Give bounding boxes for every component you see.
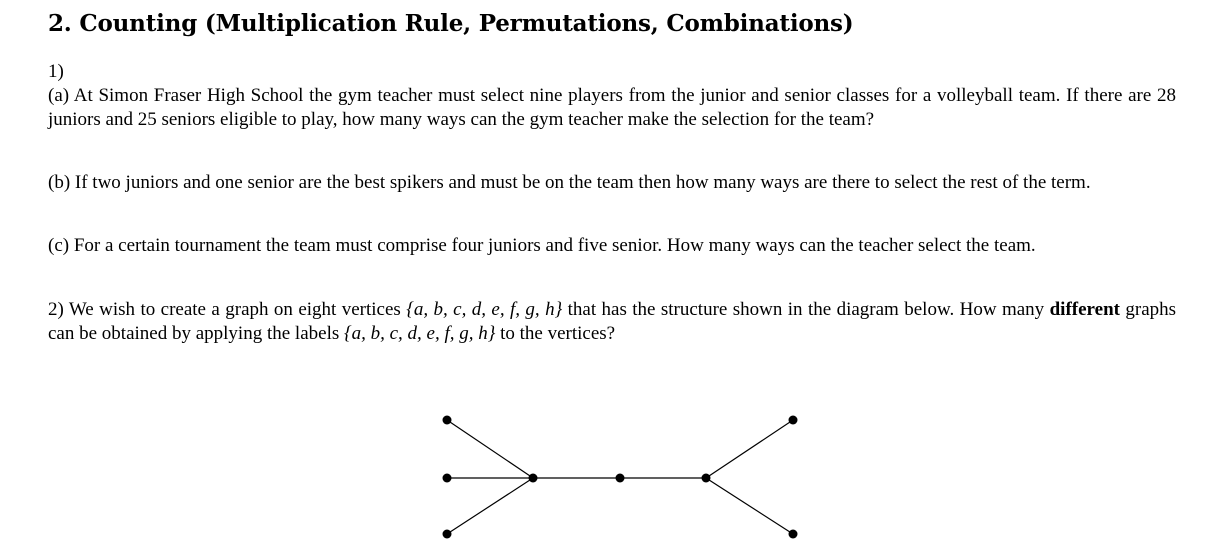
graph-vertex-L2 [442,473,452,483]
graph-edge-L3-C1 [446,477,534,535]
problem-1b-text: (b) If two juniors and one senior are th… [48,172,1091,193]
vertex-set-math: {a, b, c, d, e, f, g, h} [406,299,563,320]
graph-vertex-R2 [788,529,798,539]
graph-vertex-C3 [701,473,711,483]
graph-edge-C3-R2 [705,477,794,535]
problem-2-mid2: graphs can be obtained by applying the l… [48,299,1177,344]
seniors-count: 25 [137,109,157,130]
graph-vertex-R1 [788,415,798,425]
problem-2-mid: that has the structure shown in the diag… [567,299,1045,320]
graph-edge-L1-C1 [446,419,534,479]
label-set-math: {a, b, c, d, e, f, g, h} [344,323,496,344]
section-title: 2. Counting (Multiplication Rule, Permut… [48,10,854,37]
problem-2-lead: 2) We wish to create a graph on eight ve… [48,299,401,320]
problem-1a-lead: (a) At Simon Fraser High School the gym … [48,85,1152,106]
graph-vertex-L3 [442,529,452,539]
problem-1a-text: (a) At Simon Fraser High School the gym … [48,84,1176,132]
problem-1a-mid: juniors and [48,109,133,130]
problem-1-number: 1) [48,61,64,82]
problem-2-tail: to the vertices? [500,323,616,344]
graph-edge-C3-R1 [705,419,794,479]
problem-2-emphasis: different [1049,299,1120,320]
problem-1c-text: (c) For a certain tournament the team mu… [48,235,1036,256]
juniors-count: 28 [1157,85,1176,106]
problem-2-text: 2) We wish to create a graph on eight ve… [48,298,1176,346]
graph-vertex-C1 [528,473,538,483]
graph-vertex-L1 [442,415,452,425]
problem-1a-tail: seniors eligible to play, how many ways … [161,109,875,130]
graph-vertex-C2 [615,473,625,483]
